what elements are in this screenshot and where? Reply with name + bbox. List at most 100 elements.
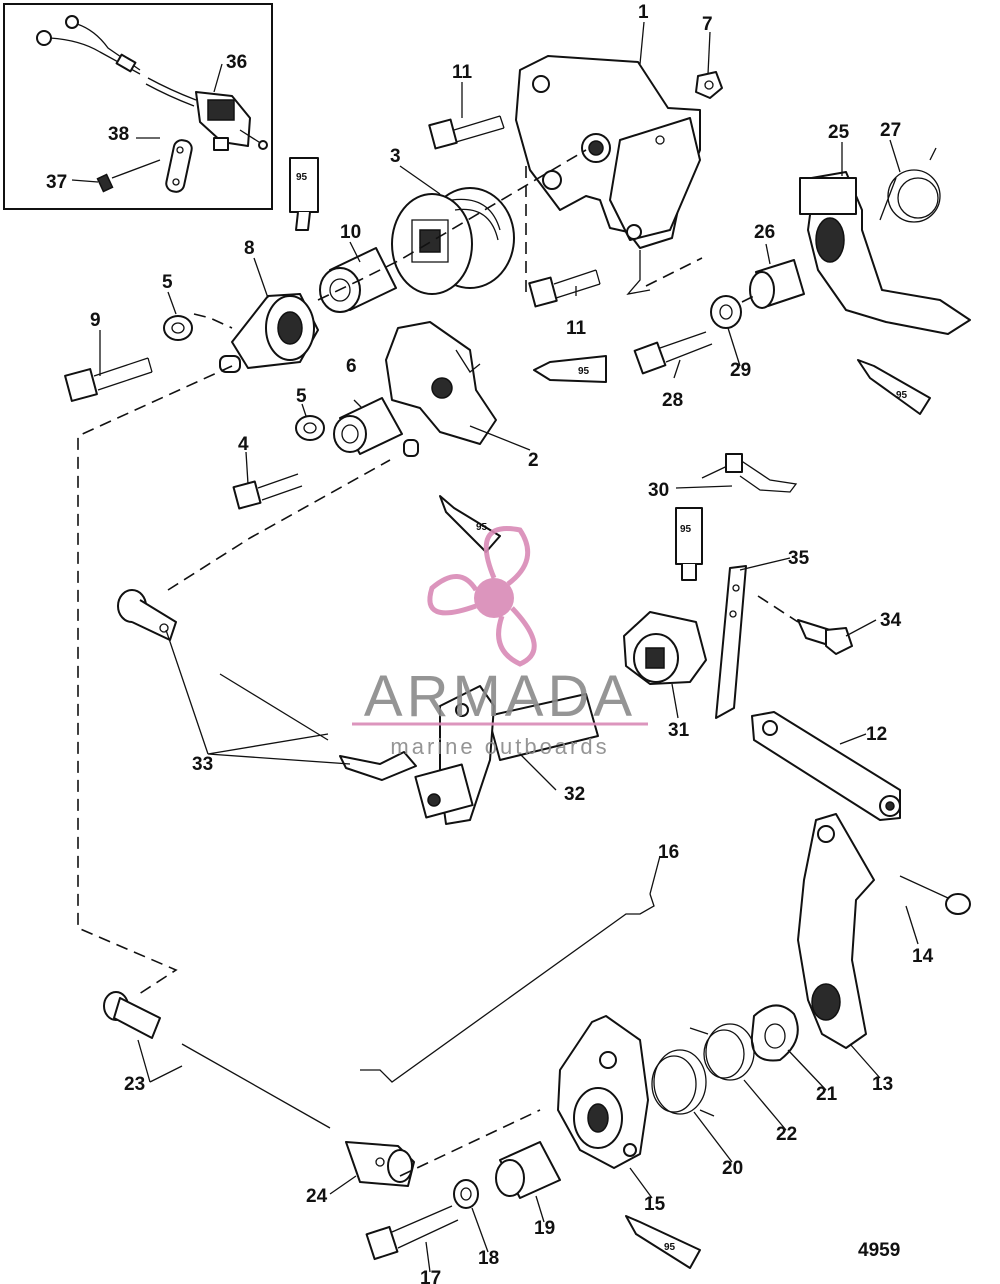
- part-20-spring: [651, 1049, 715, 1117]
- callout-1: 1: [638, 2, 649, 23]
- lube-tube-c: 95: [439, 495, 501, 553]
- callout-6: 6: [346, 356, 357, 377]
- callout-19: 19: [534, 1218, 555, 1239]
- part-37-screw: [96, 159, 161, 193]
- lube-tube-a: 95: [289, 157, 319, 231]
- part-34-bolt: [797, 619, 853, 655]
- callout-13: 13: [872, 1074, 893, 1095]
- callout-21: 21: [816, 1084, 838, 1105]
- part-23-rod-end: [103, 991, 331, 1129]
- tube-label: 95: [476, 522, 488, 533]
- part-25-lever: [799, 171, 971, 335]
- part-32-solenoid: [414, 685, 599, 825]
- callout-24: 24: [306, 1186, 328, 1207]
- callout-5-lower: 5: [296, 386, 307, 407]
- part-11-screw-lower: [528, 269, 601, 308]
- part-12-link: [751, 711, 901, 821]
- inset-box: [3, 3, 273, 210]
- part-2-cam-lever: [385, 321, 497, 457]
- tube-label: 95: [664, 1242, 676, 1253]
- callout-23: 23: [124, 1074, 145, 1095]
- part-16-rod: [360, 893, 655, 1083]
- tube-label: 95: [680, 524, 692, 535]
- part-14-screw: [899, 875, 971, 915]
- part-30-clip: [701, 453, 798, 493]
- wire-harness: [36, 15, 197, 107]
- part-19-bushing: [495, 1141, 561, 1199]
- callout-26: 26: [754, 222, 775, 243]
- tube-label: 95: [578, 366, 590, 377]
- callout-16: 16: [658, 842, 679, 863]
- callout-37: 37: [46, 172, 67, 193]
- callout-32: 32: [564, 784, 585, 805]
- callout-36: 36: [226, 52, 247, 73]
- part-5-washer-lower: [295, 415, 325, 441]
- part-35-strip: [715, 565, 747, 719]
- tube-label: 95: [296, 172, 308, 183]
- propeller-logo: [427, 526, 537, 667]
- part-7-nut: [695, 71, 723, 99]
- callout-7: 7: [702, 14, 713, 35]
- lube-tube-d: 95: [857, 359, 931, 415]
- callout-29: 29: [730, 360, 751, 381]
- part-17-bolt: [365, 1205, 459, 1261]
- part-4-bolt: [232, 473, 303, 510]
- part-8-throttle-arm: [219, 293, 319, 373]
- callout-18: 18: [478, 1248, 499, 1269]
- part-29-washer: [710, 295, 742, 329]
- callout-15: 15: [644, 1194, 666, 1215]
- part-21-washer: [750, 1004, 799, 1062]
- part-36-switch: [195, 91, 268, 151]
- callout-38: 38: [108, 124, 129, 145]
- dashed-assembly-lines: [77, 149, 799, 1177]
- callout-3: 3: [390, 146, 401, 167]
- lube-tube-f: 95: [625, 1215, 701, 1269]
- callout-10: 10: [340, 222, 361, 243]
- callout-34: 34: [880, 610, 902, 631]
- callout-33: 33: [192, 754, 213, 775]
- part-13-lever: [797, 813, 875, 1049]
- part-27-spring: [879, 147, 941, 223]
- callout-5-upper: 5: [162, 272, 173, 293]
- callout-17: 17: [420, 1268, 441, 1284]
- callout-2: 2: [528, 450, 539, 471]
- part-1-bracket: [515, 55, 701, 295]
- part-28-bolt: [633, 331, 713, 375]
- callout-8: 8: [244, 238, 255, 259]
- watermark-tagline: marine outboards: [390, 734, 609, 759]
- callout-4: 4: [238, 434, 249, 455]
- callout-25: 25: [828, 122, 850, 143]
- part-11-screw-upper: [428, 115, 505, 150]
- part-5-washer-upper: [163, 315, 193, 341]
- part-6-bushing: [333, 397, 403, 455]
- part-24-rod-end: [345, 1141, 415, 1187]
- watermark-brand: ARMADA: [364, 664, 636, 729]
- part-33-linkage: [117, 589, 417, 781]
- callout-20: 20: [722, 1158, 743, 1179]
- callout-14: 14: [912, 946, 934, 967]
- watermark: ARMADA marine outboards: [352, 526, 648, 759]
- part-9-bolt: [64, 357, 153, 402]
- figure-number: 4959: [858, 1240, 900, 1261]
- part-31-cam: [623, 611, 707, 685]
- part-3-cam: [391, 187, 515, 295]
- part-26-bushing: [749, 259, 805, 309]
- leader-lines: [99, 21, 919, 1273]
- callout-labels: 1 2 3 4 5 5 6 7 8 9 10 11 11 12 13 14 15…: [46, 2, 934, 1284]
- part-22-spring: [689, 1023, 755, 1081]
- part-38-plate: [165, 139, 193, 193]
- lube-tube-e: 95: [675, 507, 703, 581]
- callout-22: 22: [776, 1124, 797, 1145]
- part-18-washer: [453, 1179, 479, 1209]
- callout-9: 9: [90, 310, 101, 331]
- callout-11-lower: 11: [566, 318, 587, 339]
- callout-28: 28: [662, 390, 683, 411]
- callout-30: 30: [648, 480, 669, 501]
- callout-11-upper: 11: [452, 62, 473, 83]
- part-15-arm: [557, 1015, 649, 1169]
- callout-35: 35: [788, 548, 810, 569]
- lube-tube-b: 95: [533, 355, 607, 383]
- callout-31: 31: [668, 720, 690, 741]
- callout-12: 12: [866, 724, 887, 745]
